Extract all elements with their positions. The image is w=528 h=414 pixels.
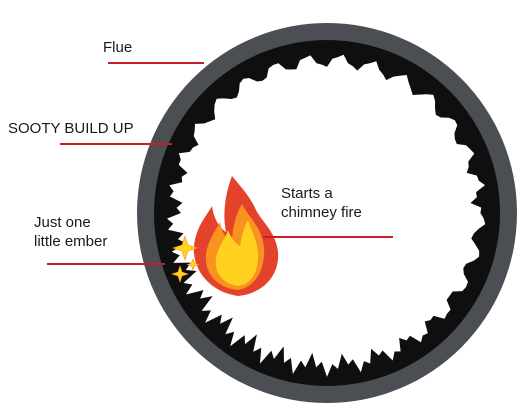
spark-icon (171, 235, 200, 283)
sooty-build-up-label: SOOTY BUILD UP (8, 120, 134, 137)
flame-inner (215, 220, 258, 286)
fire-label-line2: chimney fire (281, 204, 362, 221)
spark-medium (171, 265, 189, 283)
sooty-leader-line (60, 143, 172, 145)
ember-leader-line (47, 263, 165, 265)
spark-small (186, 258, 200, 271)
ember-label-line1: Just one (34, 214, 91, 231)
fire-leader-line (263, 236, 393, 238)
flue-opening (167, 54, 486, 377)
fire-label-line1: Starts a (281, 185, 333, 202)
spark-large (172, 235, 198, 261)
ember-label: Just one little ember (34, 213, 107, 251)
ember-label-line2: little ember (34, 233, 108, 250)
flue-leader-line (108, 62, 204, 64)
flame-icon (193, 176, 279, 296)
flue-label: Flue (103, 39, 133, 56)
chimney-fire-label: Starts a chimney fire (281, 184, 362, 222)
